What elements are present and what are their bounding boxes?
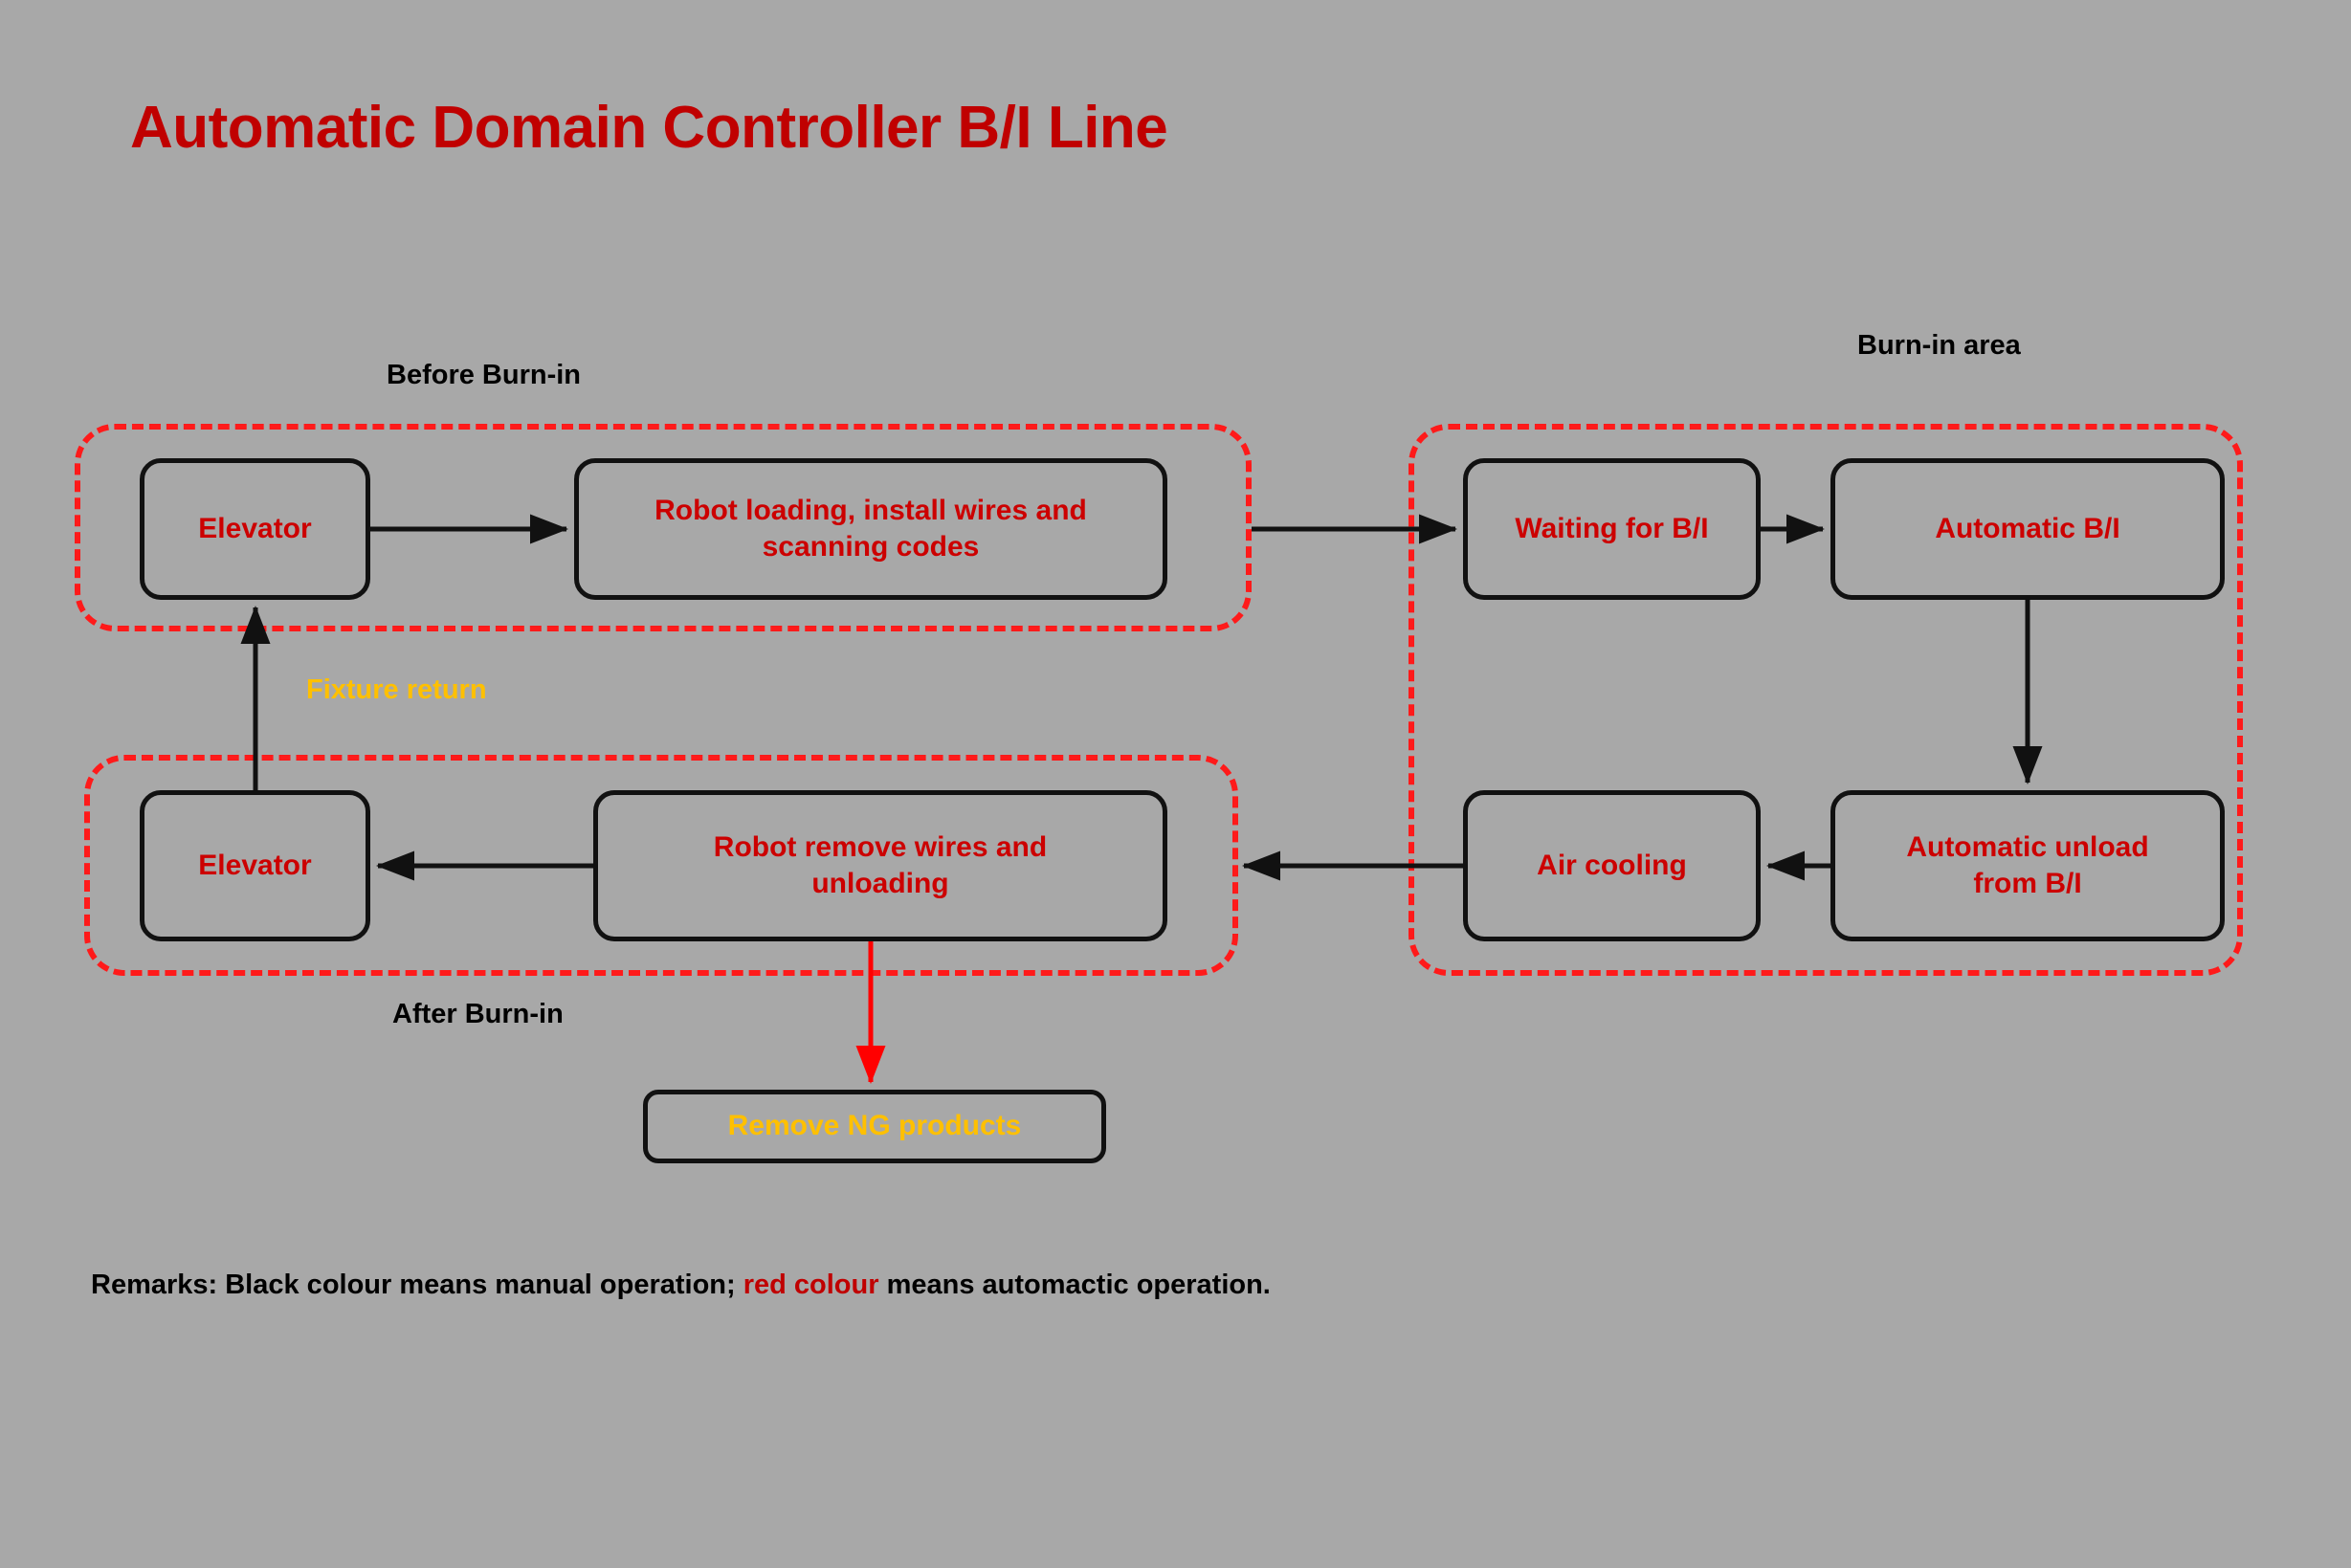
zone-label-after-burn-in: After Burn-in	[392, 999, 564, 1029]
remarks-prefix: Remarks: Black colour means manual opera…	[91, 1270, 743, 1300]
remarks-highlight: red colour	[743, 1270, 879, 1300]
node-waiting-for-bi[interactable]: Waiting for B/I	[1463, 458, 1761, 600]
node-elevator-in[interactable]: Elevator	[140, 458, 370, 600]
node-robot-remove-label: Robot remove wires and unloading	[713, 830, 1048, 899]
node-automatic-unload[interactable]: Automatic unload from B/I	[1830, 790, 2225, 941]
node-elevator-out[interactable]: Elevator	[140, 790, 370, 941]
node-automatic-bi-label: Automatic B/I	[1935, 512, 2120, 544]
zone-after-burn-in	[84, 755, 1238, 976]
node-elevator-out-label: Elevator	[198, 849, 312, 881]
node-automatic-bi[interactable]: Automatic B/I	[1830, 458, 2225, 600]
node-remove-ng-products[interactable]: Remove NG products	[643, 1090, 1106, 1163]
node-air-cooling[interactable]: Air cooling	[1463, 790, 1761, 941]
remarks: Remarks: Black colour means manual opera…	[91, 1270, 1271, 1301]
zone-label-burn-in-area: Burn-in area	[1857, 330, 2021, 361]
node-automatic-unload-label: Automatic unload from B/I	[1906, 830, 2149, 899]
zone-burn-in-area	[1408, 424, 2243, 976]
zone-label-before-burn-in: Before Burn-in	[387, 360, 581, 390]
node-robot-loading-label: Robot loading, install wires and scannin…	[654, 494, 1087, 563]
page-title: Automatic Domain Controller B/I Line	[130, 95, 1168, 161]
annotation-fixture-return: Fixture return	[306, 674, 487, 705]
node-remove-ng-products-label: Remove NG products	[727, 1110, 1022, 1142]
node-robot-loading[interactable]: Robot loading, install wires and scannin…	[574, 458, 1167, 600]
node-waiting-for-bi-label: Waiting for B/I	[1515, 512, 1709, 544]
node-robot-remove[interactable]: Robot remove wires and unloading	[593, 790, 1167, 941]
zone-before-burn-in	[75, 424, 1252, 631]
node-air-cooling-label: Air cooling	[1537, 849, 1687, 881]
remarks-suffix: means automactic operation.	[878, 1270, 1271, 1300]
node-elevator-in-label: Elevator	[198, 512, 312, 544]
